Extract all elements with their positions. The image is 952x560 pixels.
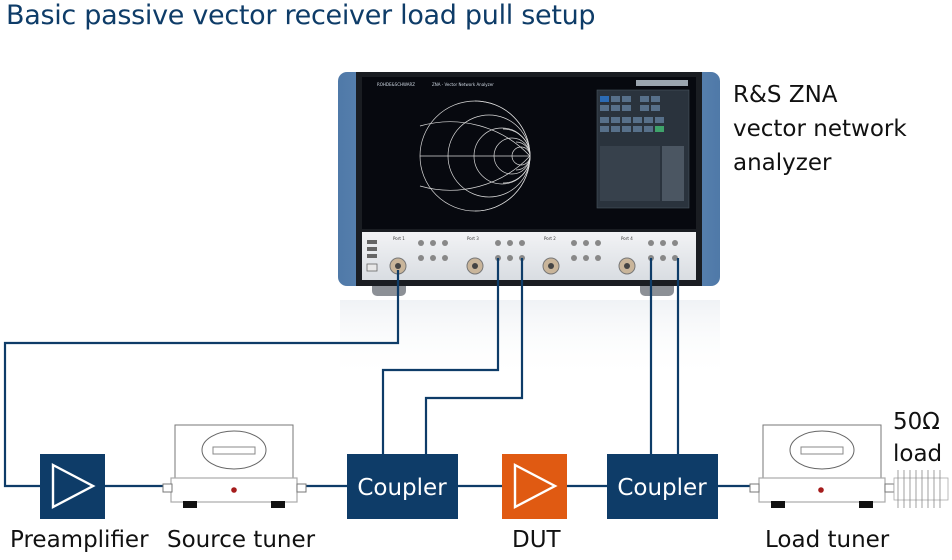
termination-label-line: load (893, 441, 943, 467)
preamplifier-block (40, 454, 105, 519)
termination-label-line: 50Ω (893, 409, 940, 435)
port-section-3: Port 3 (466, 236, 525, 275)
coupler-2-label: Coupler (617, 475, 707, 501)
smith-chart (419, 100, 531, 212)
vna-label: R&S ZNA vector network analyzer (733, 78, 907, 180)
screen-title: ZNA - Vector Network Analyzer (432, 82, 494, 87)
vna-instrument: ROHDE&SCHWARZ ZNA - Vector Network Analy… (338, 72, 720, 380)
load-termination-icon (893, 470, 949, 508)
port-label: Port 1 (393, 236, 405, 241)
brand-logo: ROHDE&SCHWARZ (377, 82, 415, 87)
coupler-1-block: Coupler (347, 454, 458, 519)
vna-label-line: vector network (733, 116, 907, 142)
source-tuner-label: Source tuner (167, 527, 316, 553)
dut-block (502, 454, 567, 519)
diagram-title: Basic passive vector receiver load pull … (6, 0, 596, 31)
amplifier-triangle-icon (513, 463, 558, 509)
port-label: Port 4 (621, 236, 633, 241)
wire-port1-to-preamp (3, 270, 400, 488)
power-button (366, 263, 378, 272)
indicator-led (818, 487, 824, 493)
port-section-2: Port 2 (542, 236, 601, 275)
coupler-2-block: Coupler (607, 454, 718, 519)
load-tuner (749, 424, 895, 508)
instrument-reflection (340, 300, 720, 380)
port-label: Port 3 (467, 236, 479, 241)
coupler-1-label: Coupler (357, 475, 447, 501)
port-label: Port 2 (544, 236, 556, 241)
termination-label: 50Ω load (893, 406, 942, 470)
port-section-4: Port 4 (618, 236, 678, 275)
amplifier-triangle-icon (51, 463, 96, 509)
wire-port3-meas-to-coupler1 (424, 258, 524, 454)
instrument-front-panel (362, 232, 696, 280)
preamplifier-label: Preamplifier (10, 527, 149, 553)
vna-label-line: R&S ZNA (733, 82, 838, 108)
indicator-led (231, 487, 237, 493)
wire-port3-ref-to-coupler1 (381, 258, 500, 454)
wiring (3, 258, 750, 488)
dut-label: DUT (512, 527, 561, 553)
instrument-control-panel (596, 89, 690, 209)
usb-ports (366, 240, 378, 272)
load-tuner-label: Load tuner (765, 527, 890, 553)
source-tuner (162, 424, 307, 508)
vna-label-line: analyzer (733, 150, 832, 176)
